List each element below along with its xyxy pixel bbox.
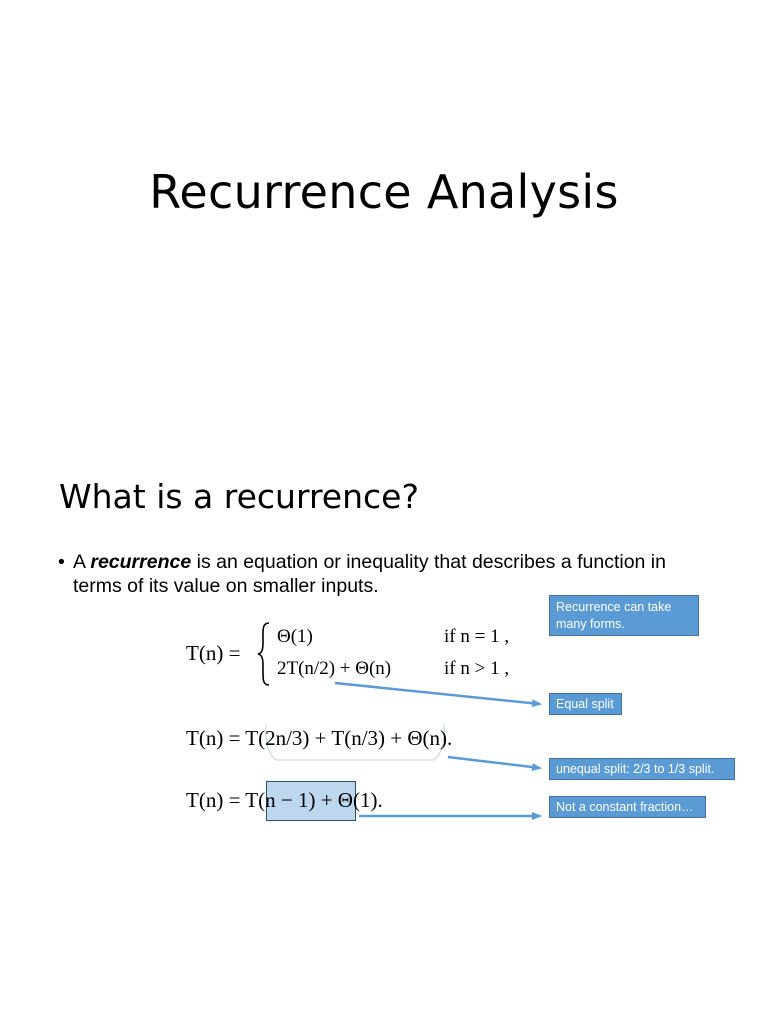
callout-not-constant: Not a constant fraction… bbox=[549, 796, 706, 818]
eq1-lhs: T(n) = bbox=[186, 641, 241, 665]
bullet-marker: • bbox=[58, 551, 65, 573]
bullet-body: A recurrence is an equation or inequalit… bbox=[73, 550, 718, 598]
eq1-case1-cond: if n = 1 , bbox=[444, 626, 510, 647]
eq3-rest: + Θ(1). bbox=[315, 788, 383, 812]
callout-many-forms: Recurrence can take many forms. bbox=[549, 595, 699, 636]
eq1-case2-cond: if n > 1 , bbox=[444, 658, 510, 679]
term-recurrence: recurrence bbox=[90, 551, 192, 573]
eq3-lhs: T(n) = bbox=[186, 788, 246, 812]
callout-unequal-split: unequal split: 2/3 to 1/3 split. bbox=[549, 758, 735, 780]
callout-equal-split: Equal split bbox=[549, 693, 622, 715]
eq2: T(n) = T(2n/3) + T(n/3) + Θ(n). bbox=[186, 726, 453, 750]
eq3-highlight-box bbox=[266, 781, 356, 821]
slide-title: Recurrence Analysis bbox=[149, 165, 619, 219]
eq1-case2-expr: 2T(n/2) + Θ(n) bbox=[277, 658, 392, 679]
arrow-equal-split bbox=[334, 681, 542, 708]
eq1-brace bbox=[257, 622, 270, 686]
eq1-case1-expr: Θ(1) bbox=[277, 626, 313, 647]
arrow-unequal-split bbox=[447, 755, 542, 772]
eq3: T(n) = T(n − 1) + Θ(1). bbox=[186, 788, 383, 813]
bullet-text: • A recurrence is an equation or inequal… bbox=[58, 550, 718, 598]
section-heading: What is a recurrence? bbox=[59, 477, 419, 516]
eq2-bracket bbox=[265, 723, 445, 761]
bullet-prefix: A bbox=[73, 551, 91, 573]
bullet-rest: is an equation or inequality that descri… bbox=[73, 551, 666, 597]
eq3-highlighted: T(n − 1) bbox=[245, 788, 316, 812]
